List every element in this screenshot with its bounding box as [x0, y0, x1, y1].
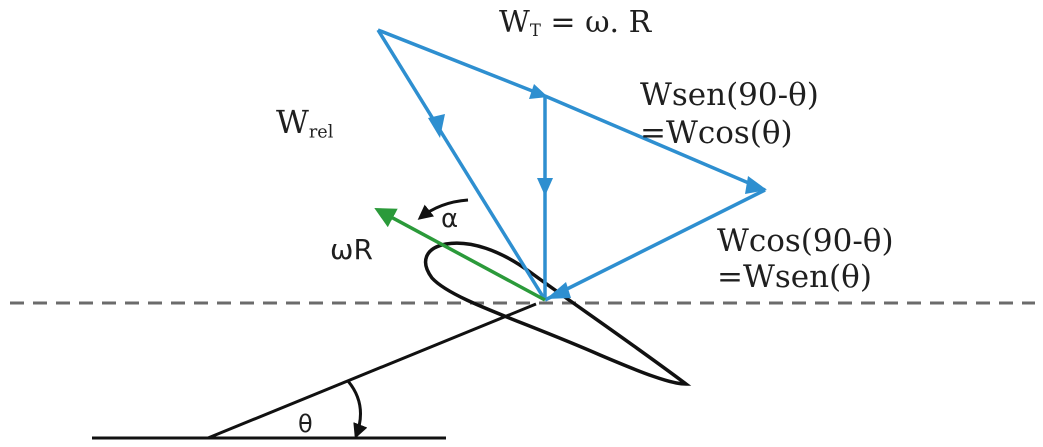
wt-label-subscript: T	[529, 21, 541, 41]
wsen-label-line2: =Wcos(θ)	[640, 115, 793, 151]
wt-label: WT = ω. R	[499, 8, 651, 40]
wcos-vector	[544, 188, 766, 302]
wt-arrowhead-icon	[529, 84, 548, 99]
wsen-label-line1: Wsen(90-θ)	[640, 77, 819, 113]
wcos-label-line2: =Wsen(θ)	[717, 259, 872, 295]
wcos-arrowhead-icon	[546, 282, 571, 299]
wsen-arrowhead-icon	[745, 176, 767, 194]
wcos-label-line1: Wcos(90-θ)	[717, 223, 894, 259]
vertical-arrowhead-icon	[537, 178, 553, 196]
alpha-angle-arc	[417, 198, 469, 220]
omega-r-vector	[374, 208, 546, 302]
theta-angle-arc	[346, 380, 368, 439]
wt-vector	[377, 28, 546, 98]
alpha-label: α	[441, 204, 459, 234]
inclined-chord-line	[207, 302, 537, 440]
omega-r-label: ωR	[330, 233, 373, 266]
wrel-label-main: W	[276, 103, 309, 141]
wrel-label: Wrel	[276, 106, 333, 142]
wrel-vector	[376, 29, 547, 301]
wrel-label-subscript: rel	[308, 122, 334, 143]
airfoil-outline	[423, 241, 692, 386]
theta-label: θ	[298, 410, 313, 438]
wt-label-rest: = ω. R	[540, 5, 652, 40]
wt-label-main: W	[499, 5, 530, 40]
wrel-arrowhead-icon	[428, 114, 445, 138]
wsen-vector	[544, 94, 766, 192]
